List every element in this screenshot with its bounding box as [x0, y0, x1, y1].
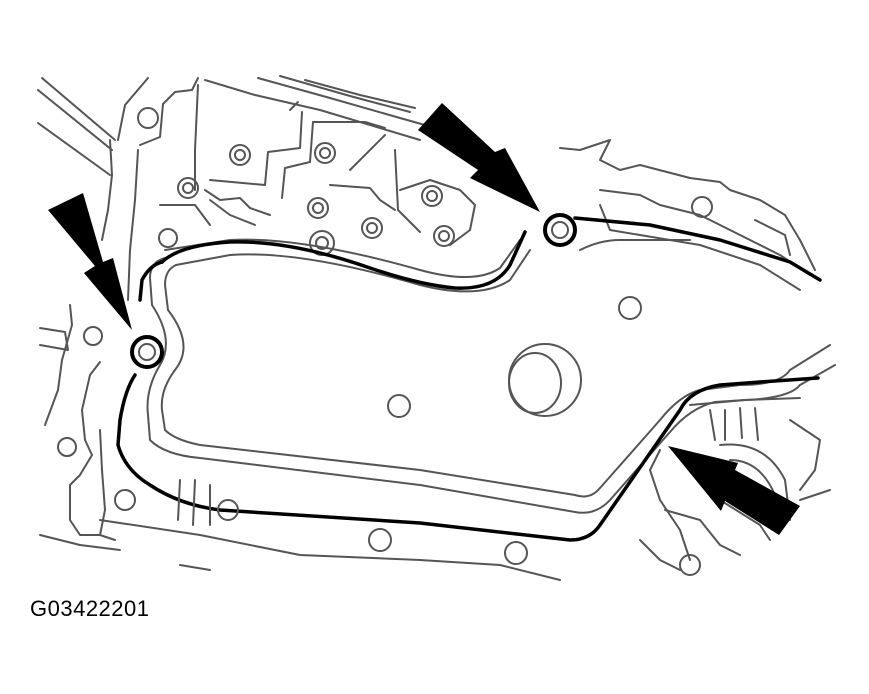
- top-bolt: [543, 213, 577, 247]
- lower-left-housing: [39, 304, 561, 581]
- figure-caption: G03422201: [30, 596, 150, 621]
- arrow-top-icon: [418, 103, 540, 212]
- arrow-right-icon: [668, 446, 800, 535]
- arrow-left-icon: [48, 193, 132, 330]
- gasket-line: [116, 216, 822, 542]
- left-bolt: [130, 335, 164, 369]
- small-bolt-holes: [158, 142, 455, 256]
- cover-interior-features: [57, 296, 642, 565]
- lower-right-mechanism: [639, 397, 831, 576]
